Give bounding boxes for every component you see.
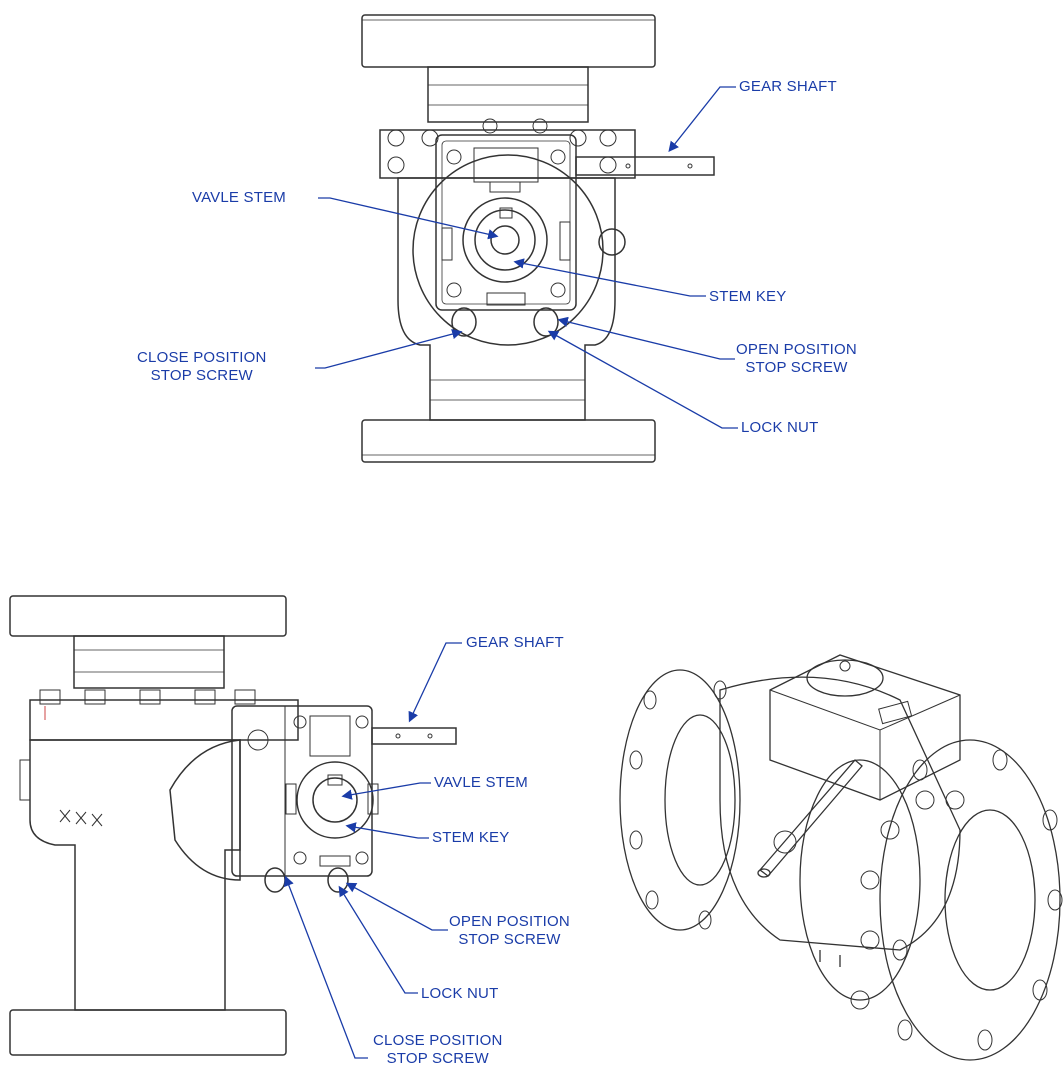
front-close-stop-line1: CLOSE POSITION xyxy=(137,349,267,366)
front-open-stop-line2: STOP SCREW xyxy=(745,359,848,376)
side-stem-key-label: STEM KEY xyxy=(432,829,510,846)
front-lock-nut-label: LOCK NUT xyxy=(741,419,819,436)
front-valve-stem-label: VAVLE STEM xyxy=(192,189,286,206)
front-leader-lines xyxy=(315,86,738,429)
front-close-stop-screw-label: CLOSE POSITION STOP SCREW xyxy=(137,349,267,385)
side-view-drawing xyxy=(9,595,457,1056)
side-open-stop-line2: STOP SCREW xyxy=(458,931,561,948)
side-leader-lines xyxy=(283,642,462,1059)
front-open-stop-line1: OPEN POSITION xyxy=(736,341,857,358)
front-gear-shaft-label: GEAR SHAFT xyxy=(739,78,837,95)
front-stem-key-label: STEM KEY xyxy=(709,288,787,305)
side-gear-shaft-label: GEAR SHAFT xyxy=(466,634,564,651)
side-lock-nut-label: LOCK NUT xyxy=(421,985,499,1002)
front-close-stop-line2: STOP SCREW xyxy=(150,367,253,384)
front-open-stop-screw-label: OPEN POSITION STOP SCREW xyxy=(736,341,857,377)
side-valve-stem-label: VAVLE STEM xyxy=(434,774,528,791)
side-close-stop-line2: STOP SCREW xyxy=(386,1050,489,1067)
side-open-stop-screw-label: OPEN POSITION STOP SCREW xyxy=(449,913,570,949)
side-close-stop-screw-label: CLOSE POSITION STOP SCREW xyxy=(373,1032,503,1068)
side-close-stop-line1: CLOSE POSITION xyxy=(373,1032,503,1049)
isometric-view-drawing xyxy=(619,654,1063,1061)
side-open-stop-line1: OPEN POSITION xyxy=(449,913,570,930)
front-view-drawing xyxy=(361,14,715,463)
